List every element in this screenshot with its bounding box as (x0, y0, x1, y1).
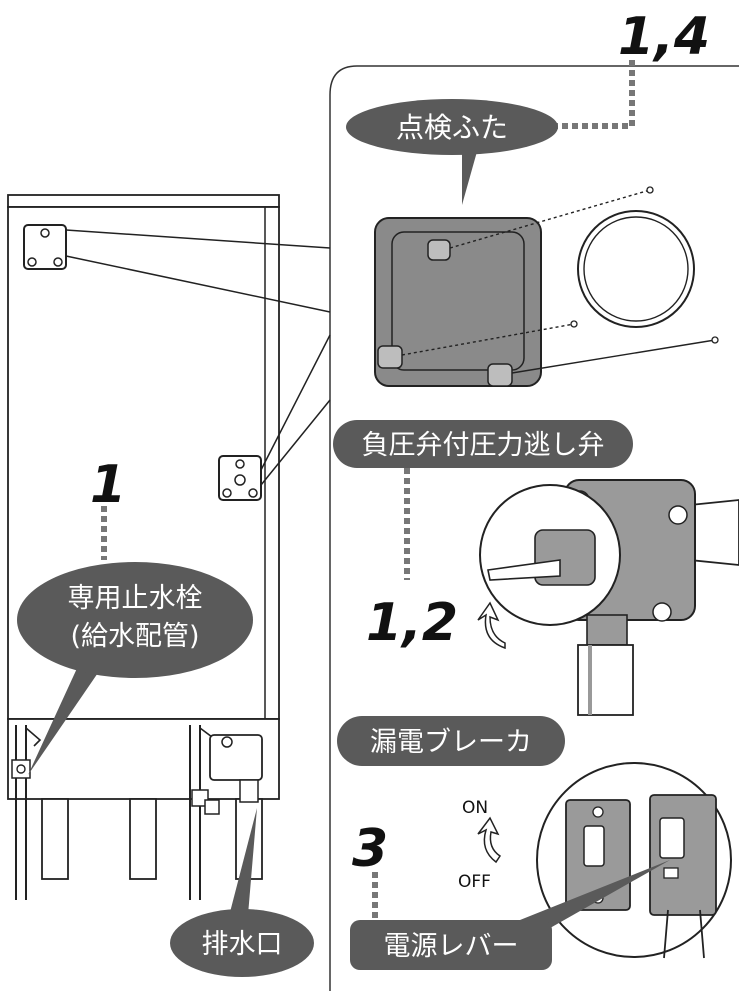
callout-drain: 排水口 (170, 808, 314, 977)
step-number-breaker: 3 (352, 819, 388, 879)
switch-on-label: ON (462, 798, 488, 818)
callout-relief-valve: 負圧弁付圧力逃し弁 (333, 420, 633, 468)
power-lever-label: 電源レバー (384, 931, 519, 962)
water-heater-unit (7, 194, 280, 900)
callout-inspection-cover: 点検ふた (346, 99, 558, 205)
relief-valve-detail (479, 479, 739, 716)
inspection-cover-detail (374, 186, 719, 387)
callout-power-lever: 電源レバー (350, 860, 670, 970)
lift-arrow-icon (477, 601, 506, 650)
unit-inspection-cover (23, 224, 67, 270)
detail-panel-border (329, 65, 739, 991)
stop-valve-label-line1: 専用止水栓 (68, 583, 203, 614)
stop-valve-label-line2: (給水配管) (70, 621, 199, 652)
step-number-stop-valve: 1 (90, 455, 126, 515)
step-connectors (101, 60, 635, 922)
drain-label: 排水口 (202, 929, 283, 960)
relief-valve-label: 負圧弁付圧力逃し弁 (362, 430, 605, 461)
callout-breaker: 漏電ブレーカ (337, 716, 565, 766)
breaker-label: 漏電ブレーカ (370, 727, 532, 758)
zoom-leader-lines (65, 229, 331, 486)
step-number-cover: 1,4 (618, 7, 710, 67)
breaker-detail (536, 762, 732, 959)
inspection-cover-label: 点検ふた (396, 111, 508, 144)
callout-stop-valve: 専用止水栓 (給水配管) (17, 562, 253, 775)
switch-off-label: OFF (458, 872, 491, 892)
unit-valve-plate (218, 455, 262, 501)
on-arrow-icon (477, 816, 502, 864)
step-number-valve: 1,2 (366, 593, 458, 653)
